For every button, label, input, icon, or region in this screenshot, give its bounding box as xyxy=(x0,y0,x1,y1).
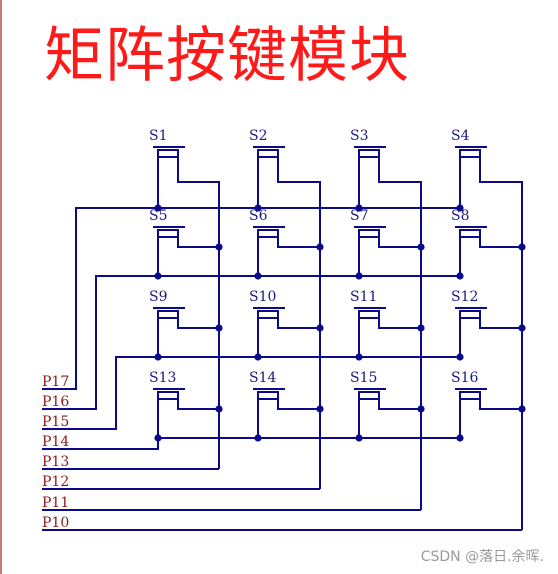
switch-label: S16 xyxy=(451,370,478,386)
port-label: P15 xyxy=(42,414,69,430)
switch-label: S6 xyxy=(249,208,268,224)
switch-right-lead xyxy=(177,399,219,410)
port-label: P16 xyxy=(42,394,69,410)
row-port-wire xyxy=(42,275,158,410)
switch-right-lead xyxy=(479,157,523,247)
switch-label: S5 xyxy=(149,208,168,224)
row-port-wire xyxy=(42,207,158,390)
switch-label: S7 xyxy=(350,208,369,224)
switch-label: S12 xyxy=(451,289,478,305)
port-label: P11 xyxy=(42,495,69,511)
port-label: P13 xyxy=(42,454,69,470)
switch-symbol xyxy=(459,149,481,158)
switch-right-lead xyxy=(277,318,320,329)
switch-symbol xyxy=(459,391,481,400)
switch-symbol xyxy=(358,229,380,238)
switch-label: S4 xyxy=(451,128,470,144)
switch-label: S8 xyxy=(451,208,470,224)
switch-label: S3 xyxy=(350,128,369,144)
switch-label: S14 xyxy=(249,370,276,386)
switch-label: S10 xyxy=(249,289,276,305)
switch-label: S2 xyxy=(249,128,268,144)
switch-symbol xyxy=(157,229,179,238)
switch-symbol xyxy=(157,310,179,319)
switch-right-lead xyxy=(177,318,219,329)
switch-label: S15 xyxy=(350,370,377,386)
switch-right-lead xyxy=(277,399,320,410)
page-border xyxy=(0,0,2,574)
switch-right-lead xyxy=(479,237,522,248)
switch-symbol xyxy=(157,391,179,400)
port-label: P10 xyxy=(42,515,69,531)
switch-symbol xyxy=(358,149,380,158)
switch-right-lead xyxy=(177,157,220,247)
switch-symbol xyxy=(358,310,380,319)
row-port-wire xyxy=(42,356,158,430)
switch-symbol xyxy=(358,391,380,400)
switch-symbol xyxy=(459,310,481,319)
switch-right-lead xyxy=(378,237,421,248)
switch-right-lead xyxy=(479,399,522,410)
switch-label: S1 xyxy=(149,128,168,144)
port-label: P17 xyxy=(42,374,69,390)
switch-right-lead xyxy=(479,318,522,329)
row-port-wire xyxy=(42,438,159,450)
switch-symbol xyxy=(257,391,279,400)
page-title: 矩阵按键模块 xyxy=(44,21,410,91)
switch-right-lead xyxy=(378,318,421,329)
switch-symbol xyxy=(459,229,481,238)
switch-label: S9 xyxy=(149,289,168,305)
port-label: P14 xyxy=(42,434,69,450)
switch-right-lead xyxy=(378,157,422,247)
switch-symbol xyxy=(257,310,279,319)
port-label: P12 xyxy=(42,474,69,490)
watermark: CSDN @落日.余晖. xyxy=(420,549,544,565)
switch-symbol xyxy=(157,149,179,158)
switch-symbol xyxy=(257,229,279,238)
switch-right-lead xyxy=(277,237,320,248)
switch-symbol xyxy=(257,149,279,158)
switch-label: S11 xyxy=(350,289,377,305)
switch-label: S13 xyxy=(149,370,176,386)
switch-right-lead xyxy=(378,399,421,410)
switch-right-lead xyxy=(177,237,219,248)
switch-right-lead xyxy=(277,157,321,247)
